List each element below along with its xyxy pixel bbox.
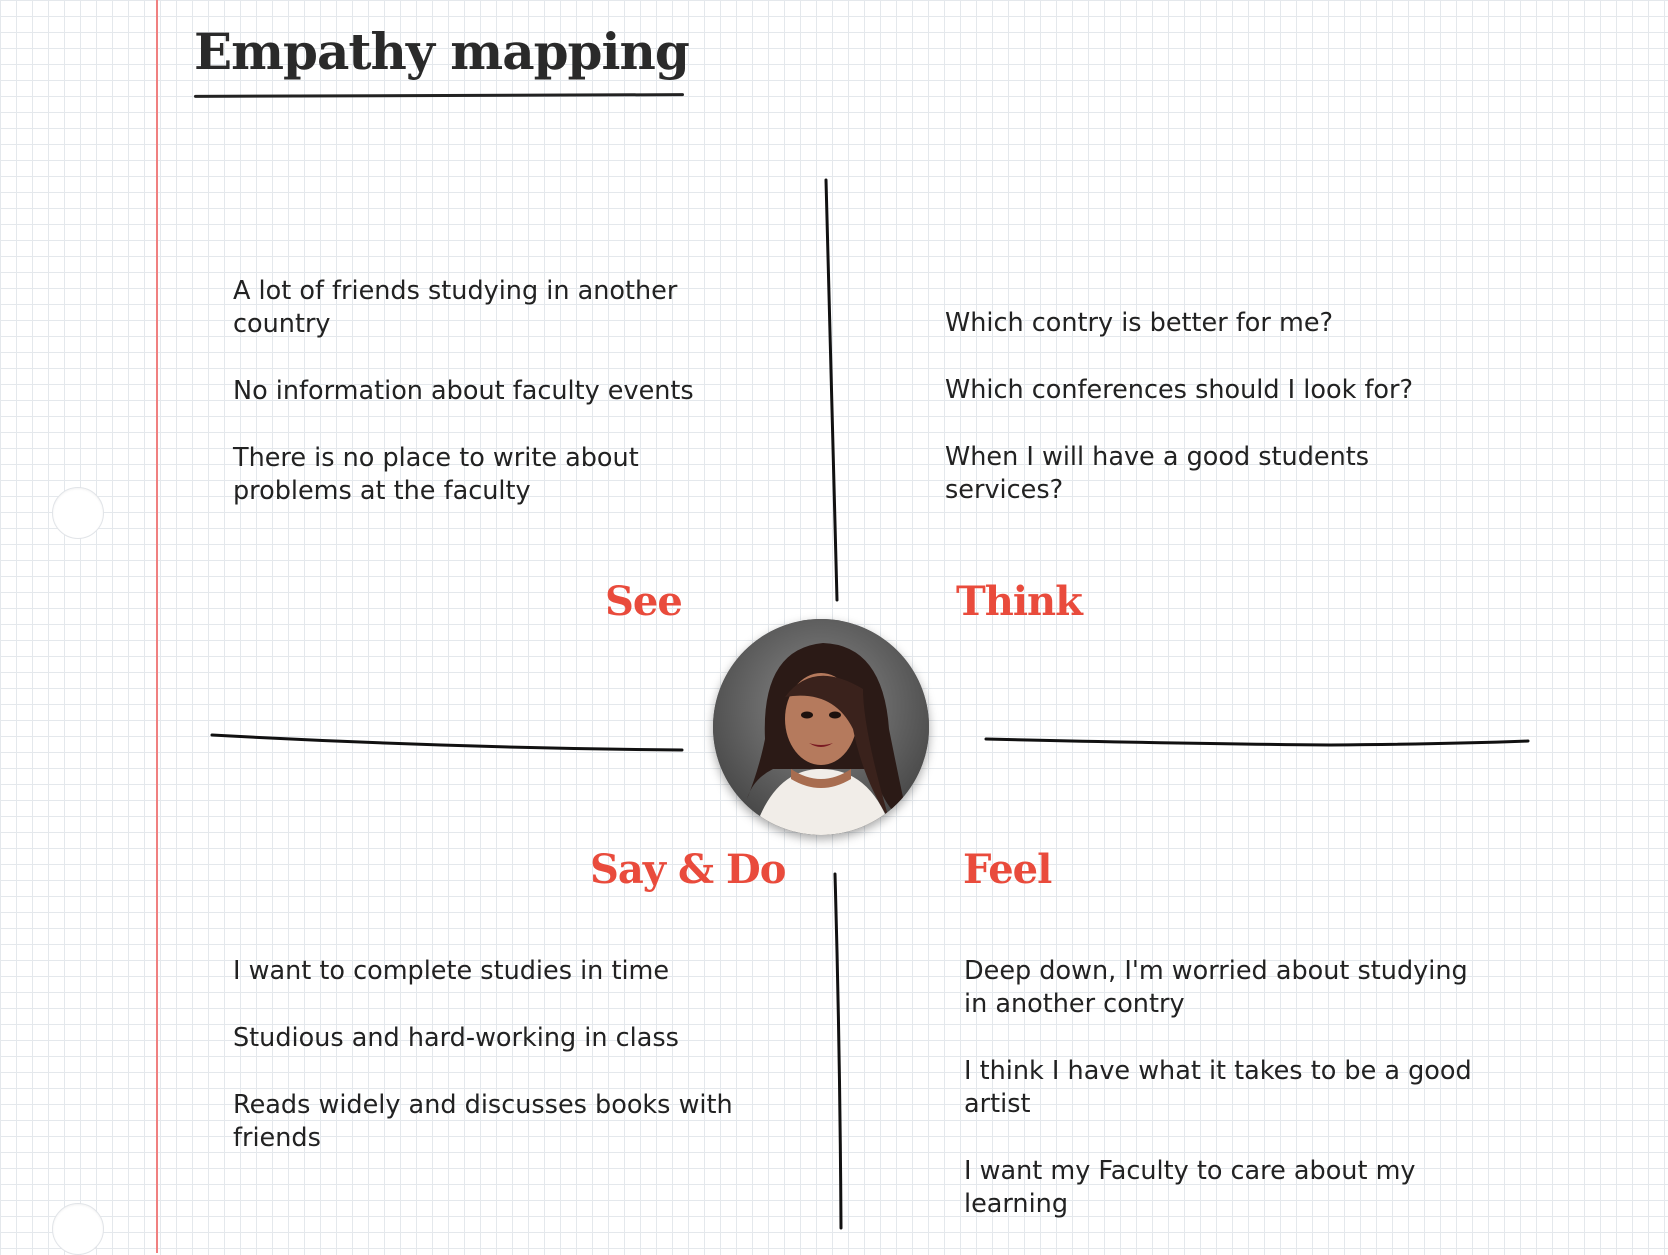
see-note: A lot of friends studying in another cou… — [233, 276, 678, 339]
persona-avatar — [713, 619, 929, 835]
think-notes: Which contry is better for me? Which con… — [945, 307, 1415, 541]
feel-note: I want my Faculty to care about my learn… — [964, 1156, 1416, 1219]
title-regular: mapping — [450, 22, 690, 81]
think-note: When I will have a good students service… — [945, 442, 1370, 505]
think-note: Which contry is better for me? — [945, 308, 1334, 338]
think-label: Think — [956, 578, 1083, 625]
divider-right-horizontal — [984, 737, 1530, 747]
say-do-note: Reads widely and discusses books with fr… — [233, 1090, 733, 1153]
say-do-note: Studious and hard-working in class — [233, 1023, 679, 1053]
think-note: Which conferences should I look for? — [945, 375, 1414, 405]
binder-hole-top — [52, 487, 104, 539]
say-do-notes: I want to complete studies in time Studi… — [233, 955, 778, 1189]
feel-note: I think I have what it takes to be a goo… — [964, 1056, 1472, 1119]
feel-notes: Deep down, I'm worried about studying in… — [964, 955, 1489, 1255]
see-notes: A lot of friends studying in another cou… — [233, 275, 713, 542]
see-note: No information about faculty events — [233, 376, 694, 406]
say-do-note: I want to complete studies in time — [233, 956, 670, 986]
page-title: Empathy mapping — [194, 22, 690, 81]
title-bold: Empathy — [194, 22, 435, 81]
see-label: See — [605, 578, 683, 625]
notebook-margin-line — [156, 0, 158, 1253]
say-do-label: Say & Do — [590, 846, 786, 893]
feel-label: Feel — [963, 846, 1052, 893]
feel-note: Deep down, I'm worried about studying in… — [964, 956, 1468, 1019]
divider-left-horizontal — [210, 733, 684, 752]
divider-top-vertical — [824, 178, 839, 602]
see-note: There is no place to write about problem… — [233, 443, 639, 506]
divider-bottom-vertical — [833, 872, 843, 1230]
